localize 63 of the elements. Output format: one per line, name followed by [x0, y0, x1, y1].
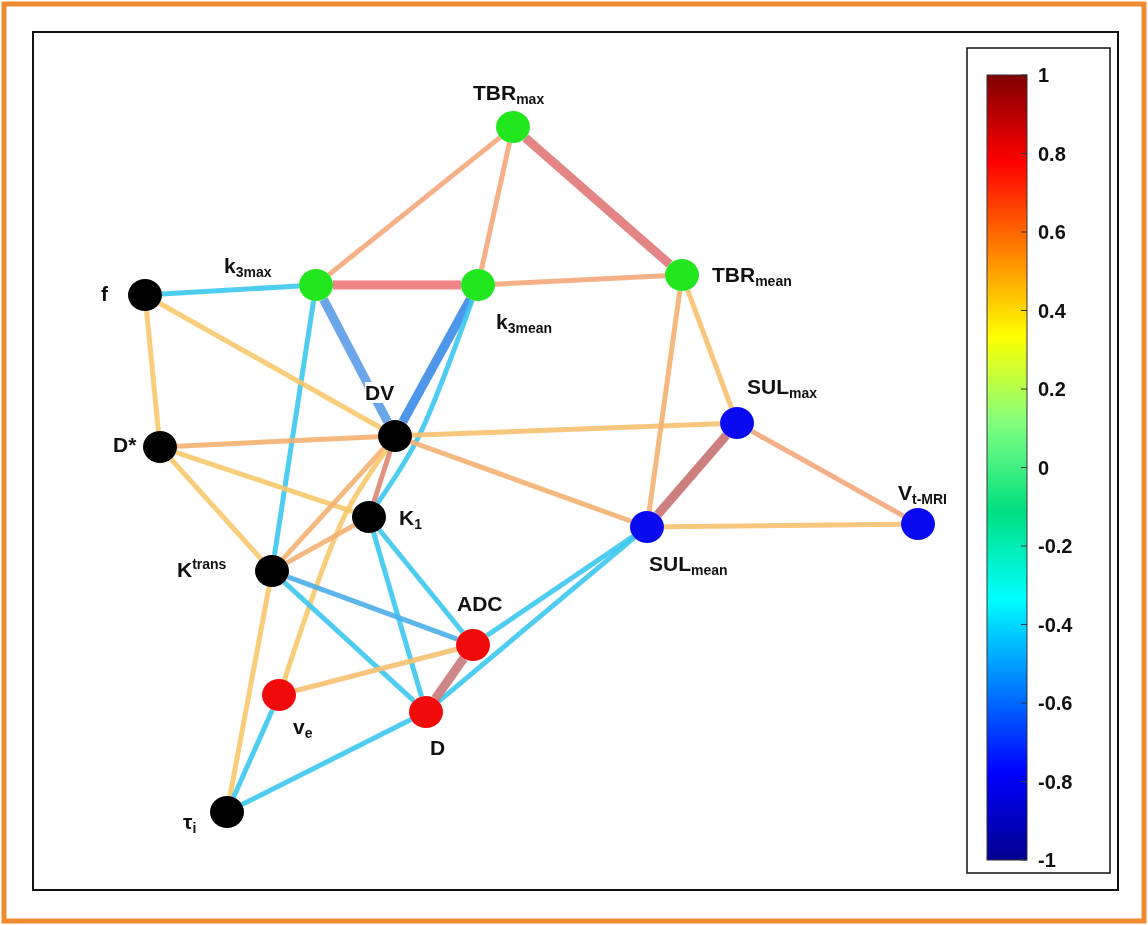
- correlation-line: [646, 290, 683, 512]
- variable-label: K$_{1}$: [399, 507, 422, 531]
- correlation-line: [437, 535, 636, 704]
- correlation-line: [161, 283, 300, 297]
- correlation-line: [485, 534, 635, 638]
- correlation-line: [271, 300, 317, 556]
- variable-label: TBR$_{mean}$: [712, 264, 792, 288]
- correlation-line: [685, 289, 734, 409]
- correlation-line: [479, 142, 512, 270]
- variable-label: τ$_{i}$: [183, 811, 197, 835]
- colorbar-tick-label: -0.4: [1038, 614, 1073, 635]
- correlation-line: [411, 421, 721, 438]
- correlation-line: [281, 446, 386, 561]
- variable-label: k$_{3max}$: [224, 255, 272, 279]
- correlation-line: [294, 646, 458, 694]
- colorbar-tick-label: 0: [1038, 457, 1050, 478]
- variable-label: SUL$_{max}$: [747, 376, 818, 400]
- variable-label: K$^{trans}$: [177, 557, 227, 580]
- correlation-line: [750, 428, 905, 519]
- colorbar-tick-label: 0.4: [1038, 300, 1066, 321]
- variable-label: D*: [113, 434, 137, 455]
- colorbar-tick-label: -0.6: [1038, 693, 1073, 713]
- correlation-line: [377, 528, 465, 634]
- colorbar-tick-label: 1: [1038, 65, 1050, 85]
- colorbar-tick-label: 0.2: [1038, 379, 1066, 399]
- correlation-line: [176, 434, 379, 449]
- correlation-line: [227, 586, 272, 797]
- colorbar-tick-label: 0.8: [1038, 143, 1066, 164]
- variable-label: k$_{3mean}$: [496, 311, 553, 335]
- correlation-line: [522, 134, 673, 268]
- correlation-line: [371, 531, 424, 698]
- variable-label: v$_{e}$: [293, 716, 313, 740]
- correlation-line: [231, 708, 275, 799]
- correlation-line: [327, 135, 502, 277]
- variable-label: f: [101, 283, 108, 304]
- correlation-line: [663, 521, 902, 530]
- correlation-line: [286, 574, 459, 642]
- correlation-line: [175, 450, 354, 514]
- correlation-line: [654, 432, 730, 518]
- correlation-line: [169, 457, 263, 561]
- correlation-line: [144, 310, 161, 432]
- correlation-line: [410, 439, 632, 524]
- correlation-line: [319, 297, 392, 424]
- variable-label: TBR$_{max}$: [473, 82, 545, 106]
- colorbar-tick-label: -0.2: [1038, 536, 1073, 556]
- variable-label: SUL$_{mean}$: [649, 553, 728, 577]
- variable-label: V$_{t-MRI}$: [898, 482, 947, 506]
- correlation-line: [282, 580, 416, 703]
- correlation-line: [371, 450, 393, 503]
- correlation-line: [431, 655, 468, 702]
- variable-label: D: [430, 737, 446, 758]
- variable-label: DV: [365, 382, 395, 403]
- correlation-line: [375, 299, 475, 505]
- colorbar-tick-label: -1: [1038, 850, 1056, 870]
- correlation-line: [333, 280, 461, 290]
- variable-label: ADC: [457, 593, 503, 614]
- colorbar-tick-label: 0.6: [1038, 222, 1066, 242]
- correlation-line: [494, 273, 666, 287]
- correlation-line: [158, 301, 382, 430]
- colorbar-tick-label: -0.8: [1038, 771, 1073, 792]
- correlation-line: [240, 717, 413, 807]
- correlation-line: [282, 448, 389, 681]
- correlation-line: [285, 522, 356, 566]
